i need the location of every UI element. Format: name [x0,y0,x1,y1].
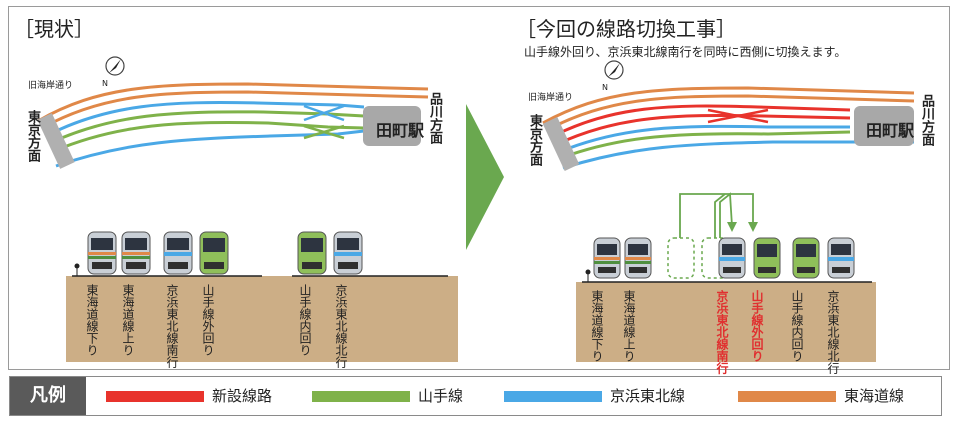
transition-arrow-icon [466,104,504,250]
left-title: ［現状］ [14,17,94,41]
tokaido-track-1 [37,82,429,123]
right-shinagawa-direction: 品川方面 [919,94,934,146]
train-r-keihin-south [718,237,746,279]
old-shore-embankment-right [542,117,580,171]
train-tokaido-up [121,231,151,275]
legend-label-keihin: 京浜東北線 [610,387,686,405]
left-old-shore-label: 旧海岸通り [28,79,73,91]
legend: 凡例 新設線路 山手線 京浜東北線 東海道線 [9,376,942,416]
legend-swatch-new-track [106,391,204,402]
left-shinagawa-direction: 品川方面 [427,92,442,144]
right-subtitle: 山手線外回り、京浜東北線南行を同時に西側に切換えます。 [524,44,846,59]
train-tokaido-down [87,231,117,275]
tokaido-track-r2 [546,94,915,132]
keihin-tohoku-track-2 [55,129,365,168]
ghost-train-keihin [667,237,695,279]
new-track-1 [550,104,851,139]
left-label-yamanote-inner: 山手線内回り [298,284,312,356]
right-ground [576,282,876,362]
train-r-tokaido-down [593,237,621,279]
left-label-keihin-north: 京浜東北線北行 [334,284,348,368]
new-crossover-b [707,108,769,124]
right-old-shore-label: 旧海岸通り [528,91,573,103]
legend-label-yamanote: 山手線 [418,387,464,405]
right-label-tokaido-down: 東海道線下り [590,290,604,362]
compass-north-label: N [102,79,108,88]
keihin-tohoku-track-r2 [562,140,914,170]
legend-title: 凡例 [10,377,86,415]
compass-north-label-right: N [602,83,608,92]
tokaido-track-r1 [542,86,915,125]
right-label-tokaido-up: 東海道線上り [622,290,636,362]
legend-label-tokaido: 東海道線 [844,387,905,405]
tokaido-track-2 [41,90,429,130]
right-title: ［今回の線路切換工事］ [516,17,736,41]
compass-icon-right: N [602,60,624,92]
switch-arrows [679,192,758,238]
left-station-block [363,106,421,146]
right-label-yamanote-outer: 山手線外回り [750,290,764,362]
keihin-tohoku-track-r1 [558,124,850,154]
keihin-tohoku-track-1 [45,101,365,138]
legend-swatch-tokaido [738,391,836,402]
yamanote-track-2 [53,121,365,153]
right-station-block [854,106,914,146]
train-yamanote-inner [297,231,327,275]
right-label-yamanote-inner: 山手線内回り [790,290,804,362]
train-yamanote-outer [199,231,229,275]
left-ground [66,276,458,362]
right-trains [593,237,855,279]
crossover-4 [303,124,345,140]
left-trains [87,231,363,275]
train-r-tokaido-up [624,237,652,279]
train-r-yamanote-inner [792,237,820,279]
right-track-map [542,86,915,170]
compass-icon: N [102,56,125,88]
left-label-tokaido-up: 東海道線上り [121,284,135,356]
diagram-canvas: ［現状］ N 田町駅 旧海岸通り [14,17,915,362]
right-label-keihin-north: 京浜東北線北行 [826,290,840,374]
right-label-keihin-south: 京浜東北線南行 [715,290,729,374]
train-keihin-south [163,231,193,275]
legend-swatch-keihin [504,391,602,402]
left-station-label: 田町駅 [376,121,425,140]
left-label-tokaido-down: 東海道線下り [85,284,99,356]
yamanote-track-1 [49,110,365,145]
crossover-2 [303,104,345,122]
old-shore-embankment [37,113,75,169]
right-tokyo-direction: 東京方面 [527,114,542,166]
legend-swatch-yamanote [312,391,410,402]
right-station-label: 田町駅 [866,121,915,140]
left-tokyo-direction: 東京方面 [25,110,40,162]
train-keihin-north [333,231,363,275]
legend-label-new-track: 新設線路 [212,387,273,405]
train-r-keihin-north [827,237,855,279]
left-label-yamanote-outer: 山手線外回り [201,284,215,356]
train-r-yamanote-outer [753,237,781,279]
left-track-map [37,82,429,168]
yamanote-track-r1 [560,130,851,160]
left-label-keihin-south: 京浜東北線南行 [165,284,179,368]
